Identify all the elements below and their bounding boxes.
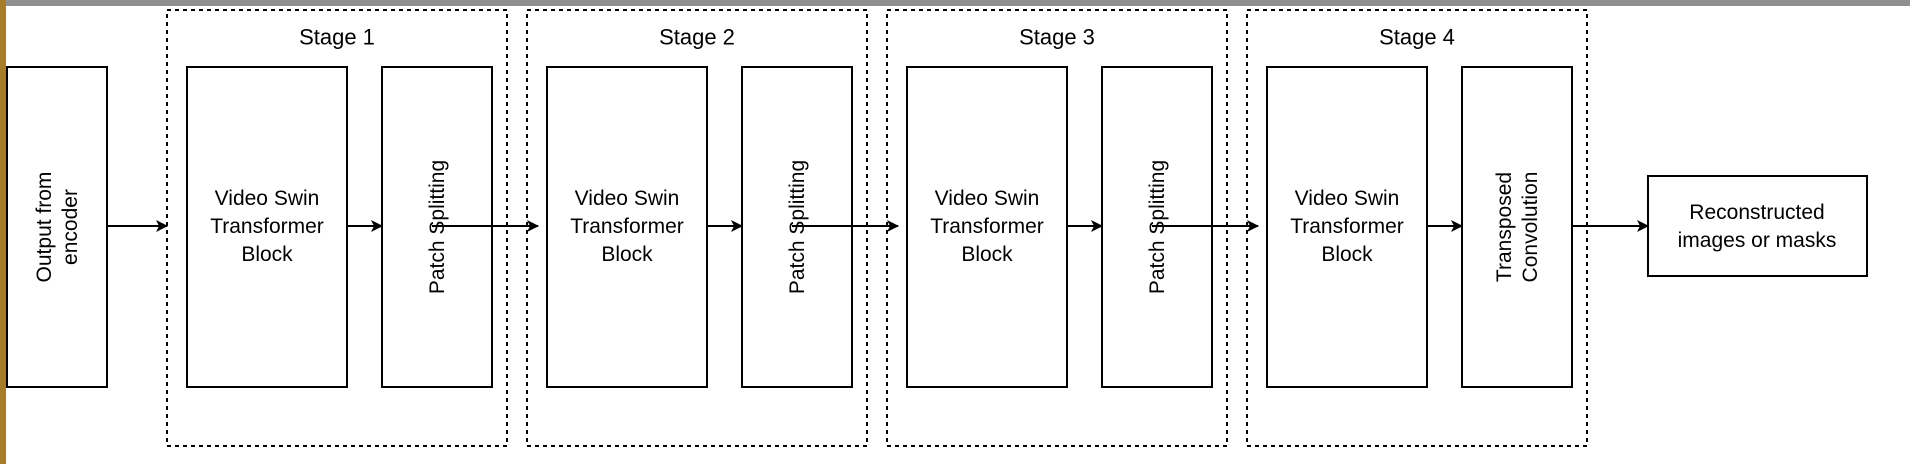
stage-4-op-box — [1461, 66, 1573, 388]
stage-1-block-label-line: Video Swin — [215, 187, 320, 210]
stage-1-block-label-line: Transformer — [210, 215, 324, 238]
stage-3-title: Stage 3 — [1019, 25, 1095, 50]
stage-2-block-label-line: Block — [601, 243, 653, 266]
stage-4-op-label-line: Convolution — [1519, 172, 1542, 283]
stage-2-block-label-line: Transformer — [570, 215, 684, 238]
stage-3-block-label-line: Transformer — [930, 215, 1044, 238]
stage-2-block-label-line: Video Swin — [575, 187, 680, 210]
output-node-label-line: images or masks — [1678, 229, 1837, 252]
stage-4-block-label-line: Video Swin — [1295, 187, 1400, 210]
stage-2-container — [526, 9, 868, 447]
stage-4-block-label-line: Block — [1321, 243, 1373, 266]
input-node-box — [6, 66, 108, 388]
output-node-label: Reconstructed images or masks — [1678, 201, 1837, 252]
stage-3-block-label-line: Video Swin — [935, 187, 1040, 210]
input-node-label-line: encoder — [59, 189, 82, 265]
output-node-box — [1647, 175, 1868, 277]
stage-4-op-label-line: Transposed — [1493, 172, 1516, 282]
stage-3-container — [886, 9, 1228, 447]
stage-1-title: Stage 1 — [299, 25, 375, 50]
window-top-edge — [0, 0, 1910, 6]
stage-1-block-label-line: Block — [241, 243, 293, 266]
stage-4-container — [1246, 9, 1588, 447]
stage-4-title: Stage 4 — [1379, 25, 1455, 50]
stage-3-block-label-line: Block — [961, 243, 1013, 266]
window-left-edge — [0, 0, 6, 464]
stage-2-title: Stage 2 — [659, 25, 735, 50]
stage-4-block-label-line: Transformer — [1290, 215, 1404, 238]
input-node-label-line: Output from — [33, 172, 56, 283]
stage-1-container — [166, 9, 508, 447]
output-node-label-line: Reconstructed — [1689, 201, 1824, 224]
